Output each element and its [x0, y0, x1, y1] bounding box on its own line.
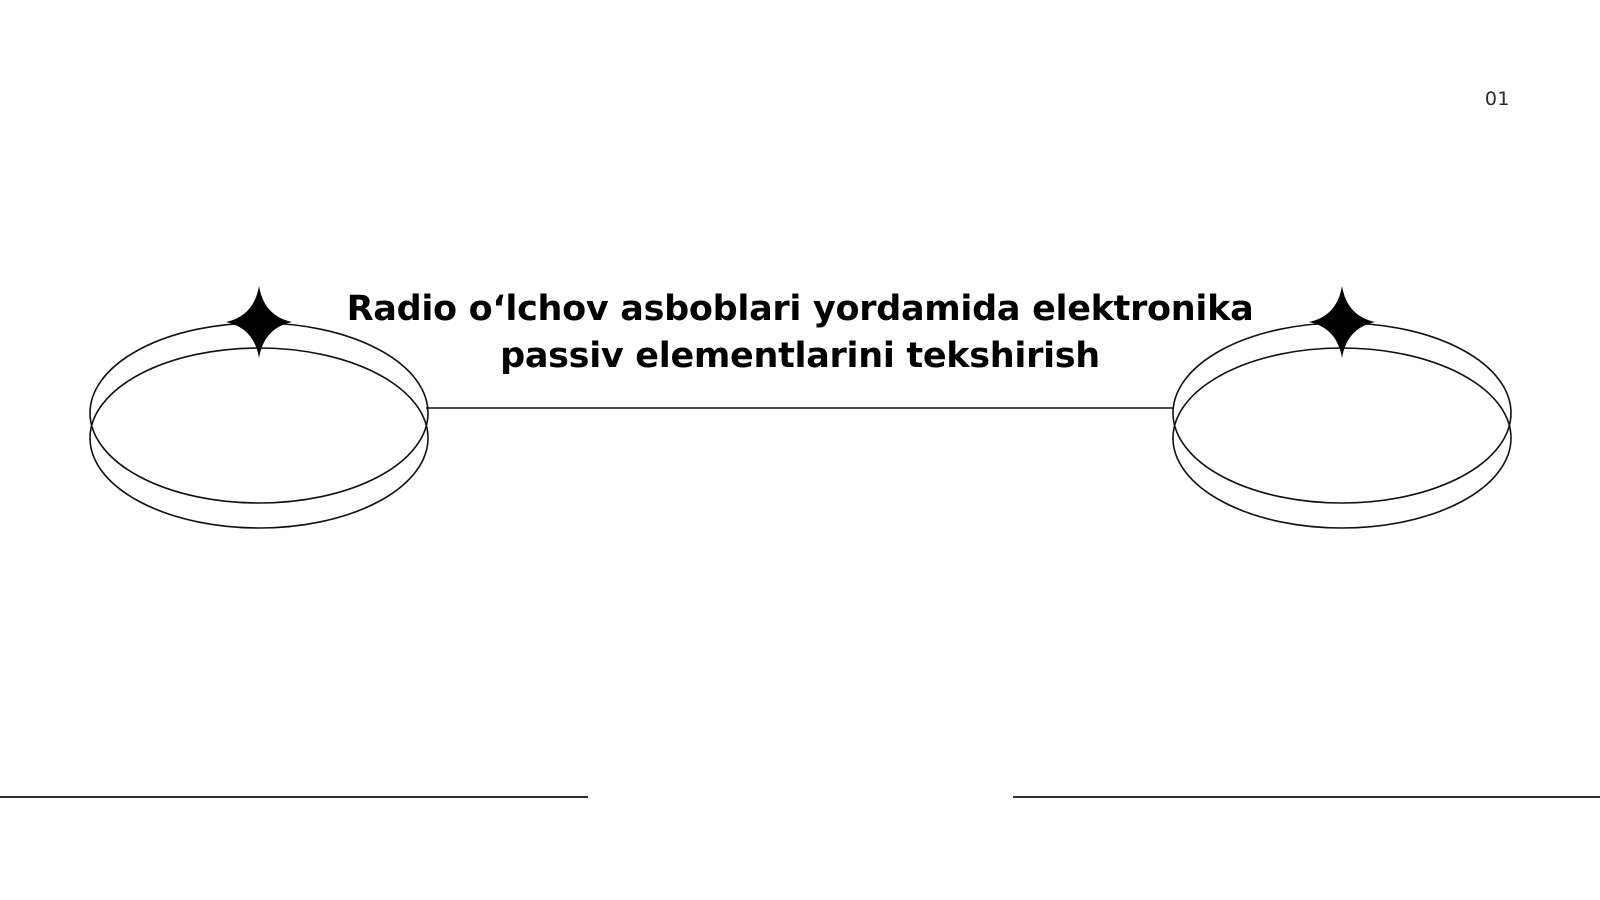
right-sparkle-icon — [1309, 286, 1375, 358]
slide-title: Radio o‘lchov asboblari yordamida elektr… — [320, 286, 1280, 380]
left-sparkle-icon — [226, 286, 292, 358]
slide-title-line-2: passiv elementlarini tekshirish — [500, 336, 1100, 376]
slide-number: 01 — [1484, 88, 1510, 110]
slide-title-line-1: Radio o‘lchov asboblari yordamida elektr… — [346, 289, 1254, 329]
